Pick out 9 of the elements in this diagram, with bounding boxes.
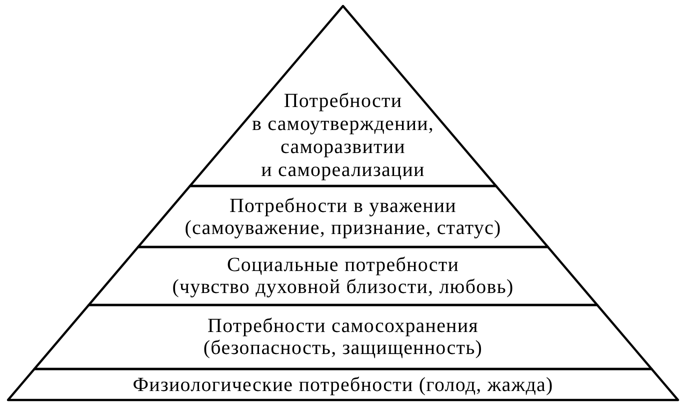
tier-description: (самоуважение, признание, статус) [184,217,502,239]
tier-label: Потребности в самоутверждении, саморазвитии и самореализации [252,90,434,182]
tier-description: (чувство духовной близости, любовь) [172,276,514,298]
tier-label: Физиологические потребности (голод, жажда) [132,374,554,396]
pyramid-tier [5,366,681,403]
tier-title: Социальные потребности [226,254,460,276]
tier-title: Потребности в уважении [230,195,456,217]
tier-description: (безопасность, защищенность) [203,337,483,359]
tier-title: Потребности самосохранения [208,315,478,337]
